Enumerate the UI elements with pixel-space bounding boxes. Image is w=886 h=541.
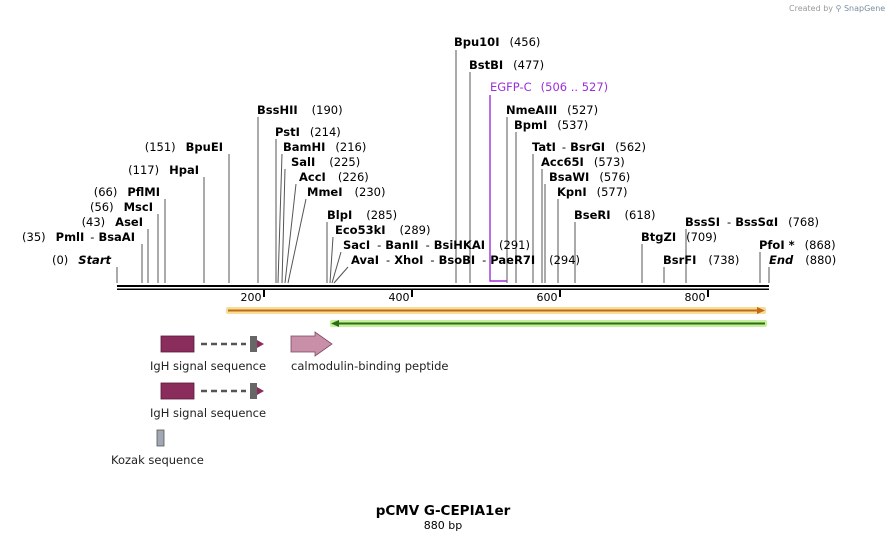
feature-label: calmodulin-binding peptide xyxy=(291,359,449,373)
site-msci[interactable]: (56)MscI xyxy=(90,200,153,214)
site-start[interactable]: (0)Start xyxy=(52,253,112,267)
site-lines xyxy=(116,50,770,284)
site-bpu10i[interactable]: Bpu10I(456) xyxy=(454,35,540,49)
feature-egfp-c[interactable]: EGFP-C(506 .. 527) xyxy=(490,80,608,94)
site-saci-group[interactable]: SacI-BanII-BsiHKAI(291) xyxy=(343,238,530,252)
site-hpai[interactable]: (117)HpaI xyxy=(128,163,199,177)
tick-label: 200 xyxy=(241,291,262,304)
site-psti[interactable]: PstI(214) xyxy=(275,125,341,139)
plasmid-title: pCMV G-CEPIA1er xyxy=(376,503,511,519)
site-bstbi[interactable]: BstBI(477) xyxy=(469,58,544,72)
site-pflmi[interactable]: (66)PflMI xyxy=(94,185,160,199)
plasmid-length: 880 bp xyxy=(424,519,462,532)
feature-kozak[interactable]: Kozak sequence xyxy=(111,429,204,467)
feature-label: Kozak sequence xyxy=(111,453,204,467)
site-bsawi[interactable]: BsaWI(576) xyxy=(549,170,630,184)
feature-label: IgH signal sequence xyxy=(150,359,266,373)
site-bamhi[interactable]: BamHI(216) xyxy=(283,140,366,154)
site-nmeaiii[interactable]: NmeAIII(527) xyxy=(506,103,598,117)
ruler: 200 400 600 800 xyxy=(241,290,709,304)
site-tati-bsrgi[interactable]: TatI-BsrGI(562) xyxy=(532,140,646,154)
site-asei[interactable]: (43)AseI xyxy=(82,215,143,229)
orf-forward[interactable] xyxy=(226,307,766,314)
site-acc65i[interactable]: Acc65I(573) xyxy=(541,155,625,169)
feature-label: IgH signal sequence xyxy=(150,406,266,420)
site-pfoi[interactable]: PfoI *(868) xyxy=(759,238,836,252)
orf-reverse[interactable] xyxy=(330,320,767,327)
site-bpuei[interactable]: (151)BpuEI xyxy=(145,140,223,154)
feature-igh-signal-1[interactable]: IgH signal sequence xyxy=(150,335,266,373)
site-bseri[interactable]: BseRI(618) xyxy=(574,208,655,222)
site-bpmi[interactable]: BpmI(537) xyxy=(514,118,588,132)
site-avai-group[interactable]: AvaI-XhoI-BsoBI-PaeR7I(294) xyxy=(351,253,580,267)
feature-calmodulin-binding-peptide[interactable]: calmodulin-binding peptide xyxy=(290,331,449,373)
egfp-c-primer-marker xyxy=(489,95,507,282)
site-mmei[interactable]: MmeI(230) xyxy=(307,185,385,199)
site-pmli-bsaai[interactable]: (35)PmlI-BsaAI xyxy=(22,230,135,244)
tick-label: 400 xyxy=(389,291,410,304)
site-bsrfi[interactable]: BsrFI(738) xyxy=(663,253,739,267)
feature-igh-signal-2[interactable]: IgH signal sequence xyxy=(150,382,266,420)
site-btgzi[interactable]: BtgZI(709) xyxy=(641,230,717,244)
tick-label: 800 xyxy=(685,291,706,304)
site-blpi[interactable]: BlpI(285) xyxy=(327,208,397,222)
site-end[interactable]: End(880) xyxy=(769,253,836,267)
watermark: Created by ⚲ SnapGene xyxy=(789,4,885,13)
site-sali[interactable]: SalI(225) xyxy=(291,155,360,169)
site-kpni[interactable]: KpnI(577) xyxy=(557,185,628,199)
snapgene-icon: ⚲ xyxy=(836,4,842,13)
site-eco53ki[interactable]: Eco53kI(289) xyxy=(335,223,430,237)
tick-label: 600 xyxy=(537,291,558,304)
site-bsssi-bsssai[interactable]: BssSI-BssSαI(768) xyxy=(685,215,819,229)
site-bsshii[interactable]: BssHII(190) xyxy=(257,103,343,117)
sequence-backbone xyxy=(117,285,769,290)
site-acci[interactable]: AccI(226) xyxy=(299,170,369,184)
